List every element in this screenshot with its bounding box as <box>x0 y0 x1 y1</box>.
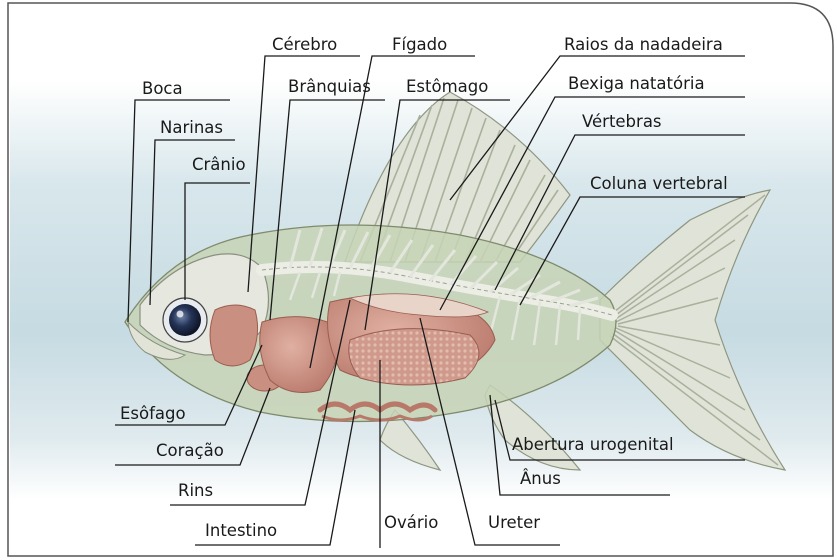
label-rins: Rins <box>178 481 213 500</box>
label-bexiga: Bexiga natatória <box>568 74 705 93</box>
label-anus: Ânus <box>520 469 561 488</box>
label-coluna: Coluna vertebral <box>590 174 728 193</box>
gills-organ <box>210 305 258 366</box>
label-ureter: Ureter <box>488 513 540 532</box>
ovary-organ <box>349 329 479 385</box>
label-cerebro: Cérebro <box>272 35 337 54</box>
label-coracao: Coração <box>156 441 224 460</box>
label-boca: Boca <box>142 79 183 98</box>
liver-organ <box>260 317 338 393</box>
label-cranio: Crânio <box>192 155 246 174</box>
label-estomago: Estômago <box>406 77 488 96</box>
label-narinas: Narinas <box>160 118 223 137</box>
label-ovario: Ovário <box>384 513 438 532</box>
eye <box>169 304 201 336</box>
label-branquias: Brânquias <box>288 77 371 96</box>
label-vertebras: Vértebras <box>582 112 662 131</box>
label-abertura: Abertura urogenital <box>512 435 674 454</box>
label-figado: Fígado <box>392 35 447 54</box>
label-raios: Raios da nadadeira <box>564 35 723 54</box>
label-intestino: Intestino <box>205 521 277 540</box>
label-esofago: Esôfago <box>120 404 186 423</box>
